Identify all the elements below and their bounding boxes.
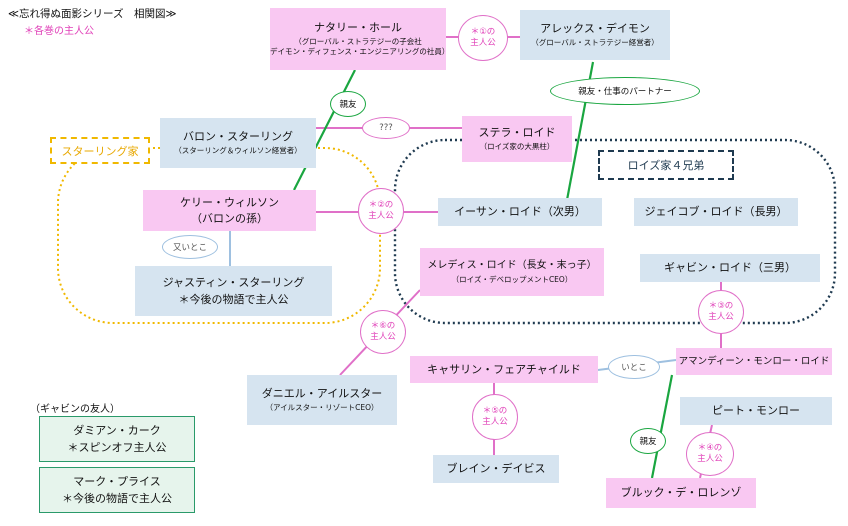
person-natalie-hall-name: ナタリー・ホール [314,21,402,35]
friend-mark-price: マーク・プライス ＊今後の物語で主人公 [39,467,195,513]
relation-shinyu-natalie-kerry: 親友 [330,91,366,117]
relation-itoko-catherine-amandine: いとこ [608,355,660,379]
protagonist-6-num: ＊⑥の [370,321,396,332]
protagonist-1-num: ＊①の [470,27,496,38]
person-kerry-wilson-name: ケリー・ウィルソン [180,195,279,209]
protagonist-3-label: 主人公 [708,312,734,322]
person-kerry-wilson: ケリー・ウィルソン （バロンの孫） [143,190,316,231]
person-catherine-fairchild: キャサリン・フェアチャイルド [410,356,598,383]
person-natalie-hall: ナタリー・ホール （グローバル・ストラテジーの子会社 デイモン・ディフェンス・エ… [270,8,450,70]
person-brook-de-lorenzo-name: ブルック・デ・ロレンゾ [620,486,742,500]
friend-mark-price-name: マーク・プライス [73,474,161,488]
page-title: ≪忘れ得ぬ面影シリーズ 相関図≫ [8,8,177,20]
protagonist-2-label: 主人公 [368,211,394,221]
person-stella-lloyd-name: ステラ・ロイド [478,126,556,140]
person-meredith-lloyd: メレディス・ロイド（長女・末っ子） （ロイズ・デベロップメントCEO） [420,248,604,296]
person-justin-starling-sub1: ＊今後の物語で主人公 [178,292,289,306]
person-pete-monroe: ピート・モンロー [680,397,832,425]
person-daniel-islestar-sub1: （アイルスター・リゾートCEO） [265,403,379,413]
person-jacob-lloyd: ジェイコブ・ロイド（長男） [634,198,798,226]
person-gavin-lloyd: ギャビン・ロイド（三男） [640,254,820,282]
protagonist-5-num: ＊⑤の [482,406,508,417]
gavin-friends-title: （ギャビンの友人） [30,404,120,415]
person-stella-lloyd-sub1: （ロイズ家の大黒柱） [479,142,555,152]
person-daniel-islestar: ダニエル・アイルスター （アイルスター・リゾートCEO） [247,375,397,425]
friend-damian-kirk: ダミアン・カーク ＊スピンオフ主人公 [39,416,195,462]
protagonist-2-circle: ＊②の 主人公 [358,188,404,234]
protagonist-6-label: 主人公 [370,332,396,342]
person-baron-starling: バロン・スターリング （スターリング＆ウィルソン経営者） [160,118,316,168]
person-alex-damon-name: アレックス・デイモン [540,22,650,36]
person-alex-damon-sub1: （グローバル・ストラテジー経営者） [531,38,659,48]
person-blaine-davis-name: ブレイン・デイビス [446,462,546,476]
relation-shinyu-partner-alex-ethan: 親友・仕事のパートナー [550,77,700,105]
friend-damian-kirk-sub: ＊スピンオフ主人公 [67,440,167,454]
person-catherine-fairchild-name: キャサリン・フェアチャイルド [427,362,581,376]
person-baron-starling-name: バロン・スターリング [183,130,293,144]
relation-matoko-kerry-justin: 又いとこ [162,235,218,259]
person-gavin-lloyd-name: ギャビン・ロイド（三男） [664,261,796,275]
person-justin-starling: ジャスティン・スターリング ＊今後の物語で主人公 [135,266,332,316]
person-blaine-davis: ブレイン・デイビス [433,455,559,483]
person-meredith-lloyd-name: メレディス・ロイド（長女・末っ子） [427,260,597,272]
person-pete-monroe-name: ピート・モンロー [712,404,800,418]
protagonist-note: ＊各巻の主人公 [24,26,94,37]
protagonist-5-circle: ＊⑤の 主人公 [472,394,518,440]
protagonist-4-circle: ＊④の 主人公 [686,432,734,476]
protagonist-3-circle: ＊③の 主人公 [698,290,744,334]
protagonist-4-num: ＊④の [697,443,723,454]
line-amandine-brook [650,374,674,479]
protagonist-1-circle: ＊①の 主人公 [458,15,508,61]
person-meredith-lloyd-sub1: （ロイズ・デベロップメントCEO） [451,274,573,284]
person-ethan-lloyd: イーサン・ロイド（次男） [438,198,602,226]
lloyd-family-border [393,138,837,325]
person-daniel-islestar-name: ダニエル・アイルスター [261,387,383,401]
person-stella-lloyd: ステラ・ロイド （ロイズ家の大黒柱） [462,116,572,162]
protagonist-5-label: 主人公 [482,417,508,427]
protagonist-6-circle: ＊⑥の 主人公 [360,310,406,354]
person-amandine-monroe-lloyd: アマンディーン・モンロー・ロイド [676,348,832,375]
line-natalie-kerry [293,69,356,191]
starling-family-label: スターリング家 [50,137,150,164]
person-natalie-hall-sub2: デイモン・ディフェンス・エンジニアリングの社員） [270,47,450,57]
protagonist-4-label: 主人公 [697,454,723,464]
relation-shinyu-amandine-brook: 親友 [630,428,666,454]
friend-damian-kirk-name: ダミアン・カーク [73,423,161,437]
person-brook-de-lorenzo: ブルック・デ・ロレンゾ [606,478,756,508]
person-kerry-wilson-sub1: （バロンの孫） [191,211,268,225]
protagonist-1-label: 主人公 [470,38,496,48]
person-natalie-hall-sub1: （グローバル・ストラテジーの子会社 [294,37,422,46]
person-baron-starling-sub1: （スターリング＆ウィルソン経営者） [174,146,302,156]
person-alex-damon: アレックス・デイモン （グローバル・ストラテジー経営者） [520,10,670,60]
lloyd-family-label: ロイズ家４兄弟 [598,150,734,180]
friend-mark-price-sub: ＊今後の物語で主人公 [62,491,172,505]
protagonist-2-num: ＊②の [368,200,394,211]
relation-unknown-baron-stella: ??? [362,117,410,139]
person-justin-starling-name: ジャスティン・スターリング [162,275,305,289]
person-amandine-monroe-lloyd-name: アマンディーン・モンロー・ロイド [678,355,830,367]
person-ethan-lloyd-name: イーサン・ロイド（次男） [454,205,586,219]
protagonist-3-num: ＊③の [708,301,734,312]
person-jacob-lloyd-name: ジェイコブ・ロイド（長男） [644,205,788,219]
